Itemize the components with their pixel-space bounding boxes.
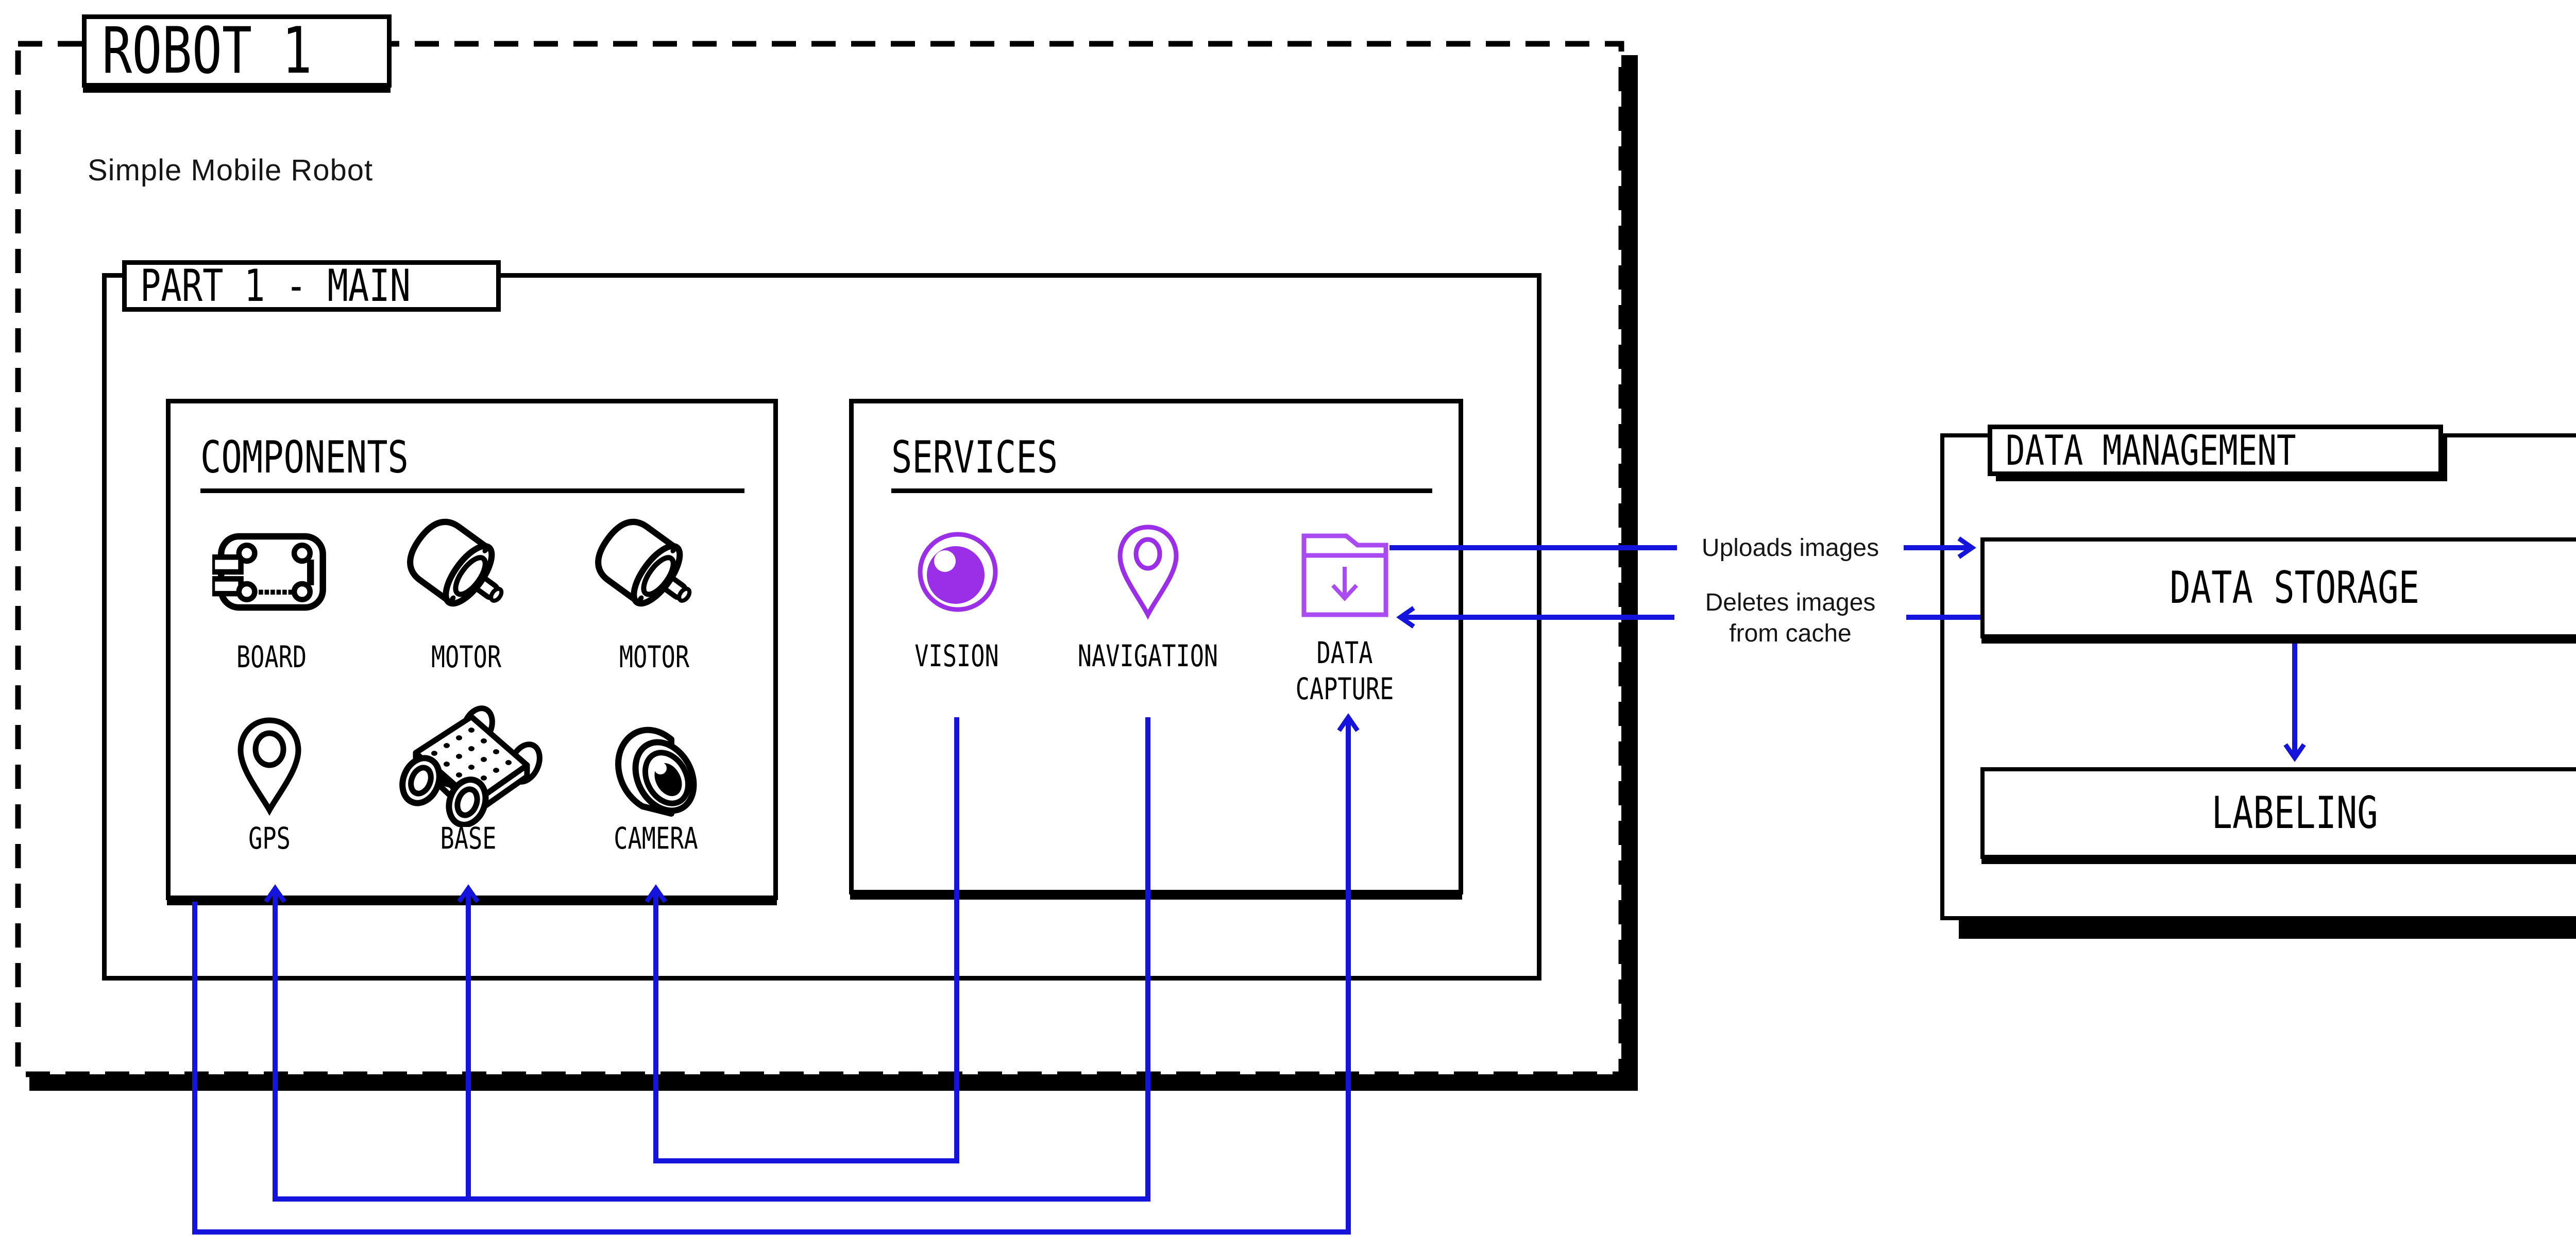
data-management-title-box: DATA MANAGEMENT bbox=[1988, 425, 2443, 476]
service-label: VISION bbox=[914, 638, 999, 673]
deletes-images-label: Deletes images from cache bbox=[1705, 589, 1876, 647]
data-storage-box: DATA STORAGE bbox=[1980, 537, 2576, 638]
component-label: BOARD bbox=[236, 639, 307, 674]
eye-icon bbox=[918, 532, 998, 612]
components-title: COMPONENTS bbox=[200, 432, 409, 483]
data-storage-label: DATA STORAGE bbox=[2170, 562, 2420, 614]
pin-outline-icon bbox=[1117, 525, 1179, 620]
uploads-images-label: Uploads images bbox=[1701, 534, 1879, 562]
component-label: BASE bbox=[440, 821, 497, 856]
component-label: MOTOR bbox=[431, 639, 502, 674]
motor-icon bbox=[595, 518, 692, 607]
data-management-title: DATA MANAGEMENT bbox=[2006, 426, 2296, 475]
circuit-board-icon bbox=[212, 533, 326, 611]
labeling-box: LABELING bbox=[1980, 767, 2576, 859]
service-label: DATA CAPTURE bbox=[1295, 635, 1394, 706]
map-pin-icon bbox=[238, 717, 301, 816]
robot-title: ROBOT 1 bbox=[102, 14, 312, 88]
component-label: MOTOR bbox=[619, 639, 690, 674]
components-title-underline bbox=[200, 488, 744, 493]
robot-title-box: ROBOT 1 bbox=[82, 14, 392, 88]
folder-download-icon bbox=[1301, 533, 1388, 617]
camera-lens-icon bbox=[615, 727, 697, 817]
component-label: GPS bbox=[248, 821, 291, 856]
part-main-title: PART 1 - MAIN bbox=[140, 260, 411, 312]
service-label: NAVIGATION bbox=[1077, 638, 1218, 673]
part-main-title-box: PART 1 - MAIN bbox=[122, 260, 501, 312]
labeling-label: LABELING bbox=[2211, 787, 2378, 839]
rover-base-icon bbox=[399, 705, 543, 827]
component-label: CAMERA bbox=[614, 821, 698, 856]
services-title-underline bbox=[891, 488, 1432, 493]
motor-icon bbox=[407, 518, 504, 607]
services-title: SERVICES bbox=[891, 432, 1058, 483]
robot-subtitle: Simple Mobile Robot bbox=[88, 154, 374, 187]
